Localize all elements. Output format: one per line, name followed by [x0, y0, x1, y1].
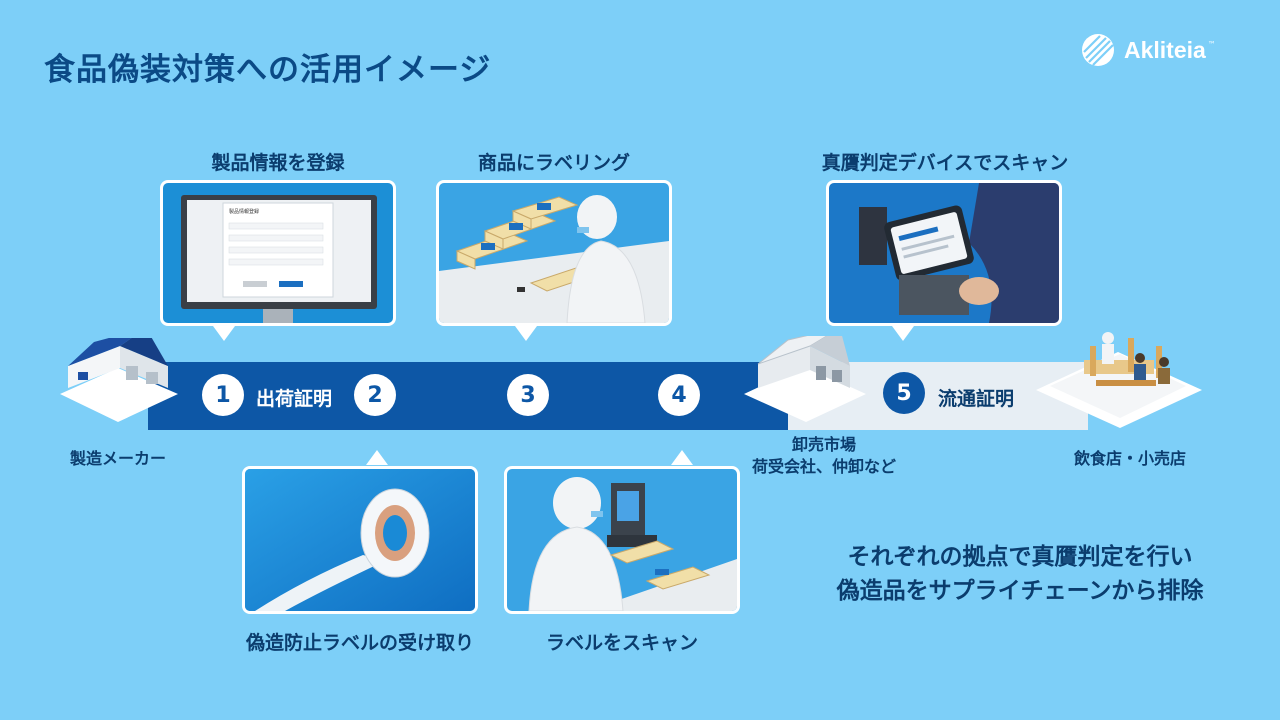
- step-number-4: 4: [658, 374, 700, 416]
- market-label-line2: 荷受会社、仲卸など: [751, 457, 896, 476]
- caption-receive-label: 偽造防止ラベルの受け取り: [245, 632, 474, 654]
- wholesale-market-building-icon: [744, 336, 866, 422]
- step-number-1: 1: [202, 374, 244, 416]
- caption-register: 製品情報を登録: [211, 152, 345, 174]
- logo-text: Akliteia: [1124, 36, 1206, 63]
- step-number-2: 2: [354, 374, 396, 416]
- panel-labeling: [436, 180, 672, 326]
- maker-label: 製造メーカー: [69, 449, 166, 468]
- akliteia-logo-icon: [1082, 34, 1114, 66]
- callout-pointer-1: [213, 326, 235, 341]
- logo-trademark: ™: [1207, 39, 1216, 49]
- panel-receive-label: [242, 466, 478, 614]
- monitor-illustration: 製品情報登録: [181, 195, 377, 323]
- distribution-proof-label: 流通証明: [938, 388, 1015, 410]
- step-number-3: 3: [507, 374, 549, 416]
- callout-pointer-5: [892, 326, 914, 341]
- caption-labeling: 商品にラベリング: [477, 152, 630, 174]
- form-heading: 製品情報登録: [229, 208, 259, 215]
- panel-scan-label: [504, 466, 740, 614]
- callout-pointer-2: [366, 450, 388, 465]
- summary-line-2: 偽造品をサプライチェーンから排除: [836, 578, 1204, 604]
- page-title: 食品偽装対策への活用イメージ: [44, 52, 492, 88]
- step-number-5: 5: [883, 372, 925, 414]
- market-label-line1: 卸売市場: [791, 435, 856, 454]
- panel-register: 製品情報登録: [160, 180, 396, 326]
- summary-line-1: それぞれの拠点で真贋判定を行い: [847, 544, 1193, 570]
- restaurant-store-icon: [1036, 332, 1202, 428]
- scanner-device-illustration: [859, 183, 1059, 323]
- caption-scan-label: ラベルをスキャン: [545, 632, 698, 654]
- label-scanning-worker-illustration: [528, 477, 737, 611]
- factory-building-icon: [60, 338, 178, 422]
- panel-scan-device: [826, 180, 1062, 326]
- caption-scan-device: 真贋判定デバイスでスキャン: [821, 152, 1069, 174]
- shipping-proof-label: 出荷証明: [256, 388, 333, 410]
- callout-pointer-3: [515, 326, 537, 341]
- callout-pointer-4: [671, 450, 693, 465]
- brand-logo: Akliteia ™: [1080, 32, 1216, 68]
- summary-message: それぞれの拠点で真贋判定を行い 偽造品をサプライチェーンから排除: [790, 540, 1250, 608]
- labeling-worker-illustration: [439, 195, 669, 323]
- label-roll-illustration: [245, 469, 475, 611]
- store-label: 飲食店・小売店: [1073, 449, 1186, 468]
